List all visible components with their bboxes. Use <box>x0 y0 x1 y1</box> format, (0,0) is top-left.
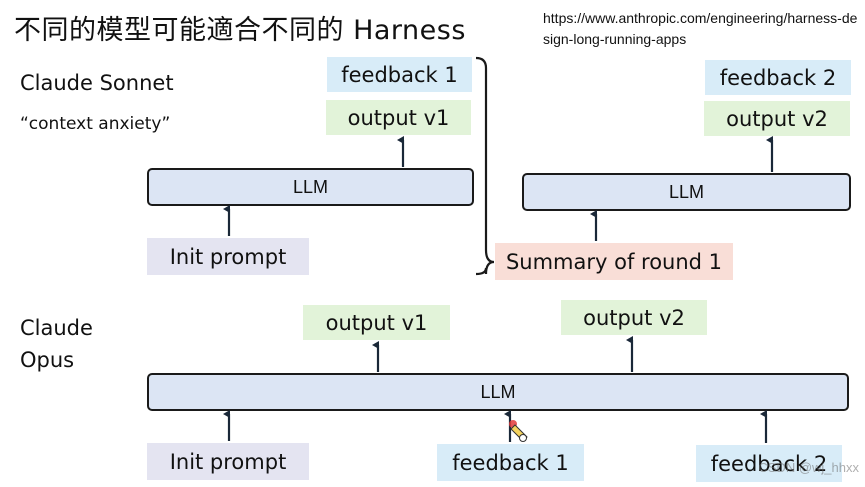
sonnet-llm-round1: LLM <box>147 168 474 206</box>
watermark: CSDN @wj_hhxx <box>758 460 859 475</box>
sonnet-label: Claude Sonnet <box>20 71 174 95</box>
opus-llm: LLM <box>147 373 849 411</box>
round1-brace <box>475 56 495 276</box>
opus-feedback-2-box: feedback 2 <box>696 445 842 482</box>
sonnet-llm-round2: LLM <box>522 173 851 211</box>
opus-label-line1: Claude <box>20 316 93 340</box>
sonnet-output-v1-box: output v1 <box>326 100 471 135</box>
sonnet-output-v2-box: output v2 <box>704 101 850 136</box>
opus-init-prompt-box: Init prompt <box>147 443 309 480</box>
sonnet-init-prompt-box: Init prompt <box>147 238 309 275</box>
context-anxiety-note: “context anxiety” <box>20 114 171 134</box>
summary-of-round-1-box: Summary of round 1 <box>495 243 733 280</box>
opus-output-v2-box: output v2 <box>561 300 707 335</box>
sonnet-feedback-1-box: feedback 1 <box>327 57 472 92</box>
opus-output-v1-box: output v1 <box>303 305 450 340</box>
slide-title: 不同的模型可能適合不同的 Harness <box>14 15 466 46</box>
source-url[interactable]: https://www.anthropic.com/engineering/ha… <box>543 10 858 47</box>
pointer-cursor-icon <box>509 420 528 442</box>
sonnet-feedback-2-box: feedback 2 <box>705 60 851 95</box>
opus-label-line2: Opus <box>20 348 75 372</box>
opus-feedback-1-box: feedback 1 <box>437 444 584 481</box>
